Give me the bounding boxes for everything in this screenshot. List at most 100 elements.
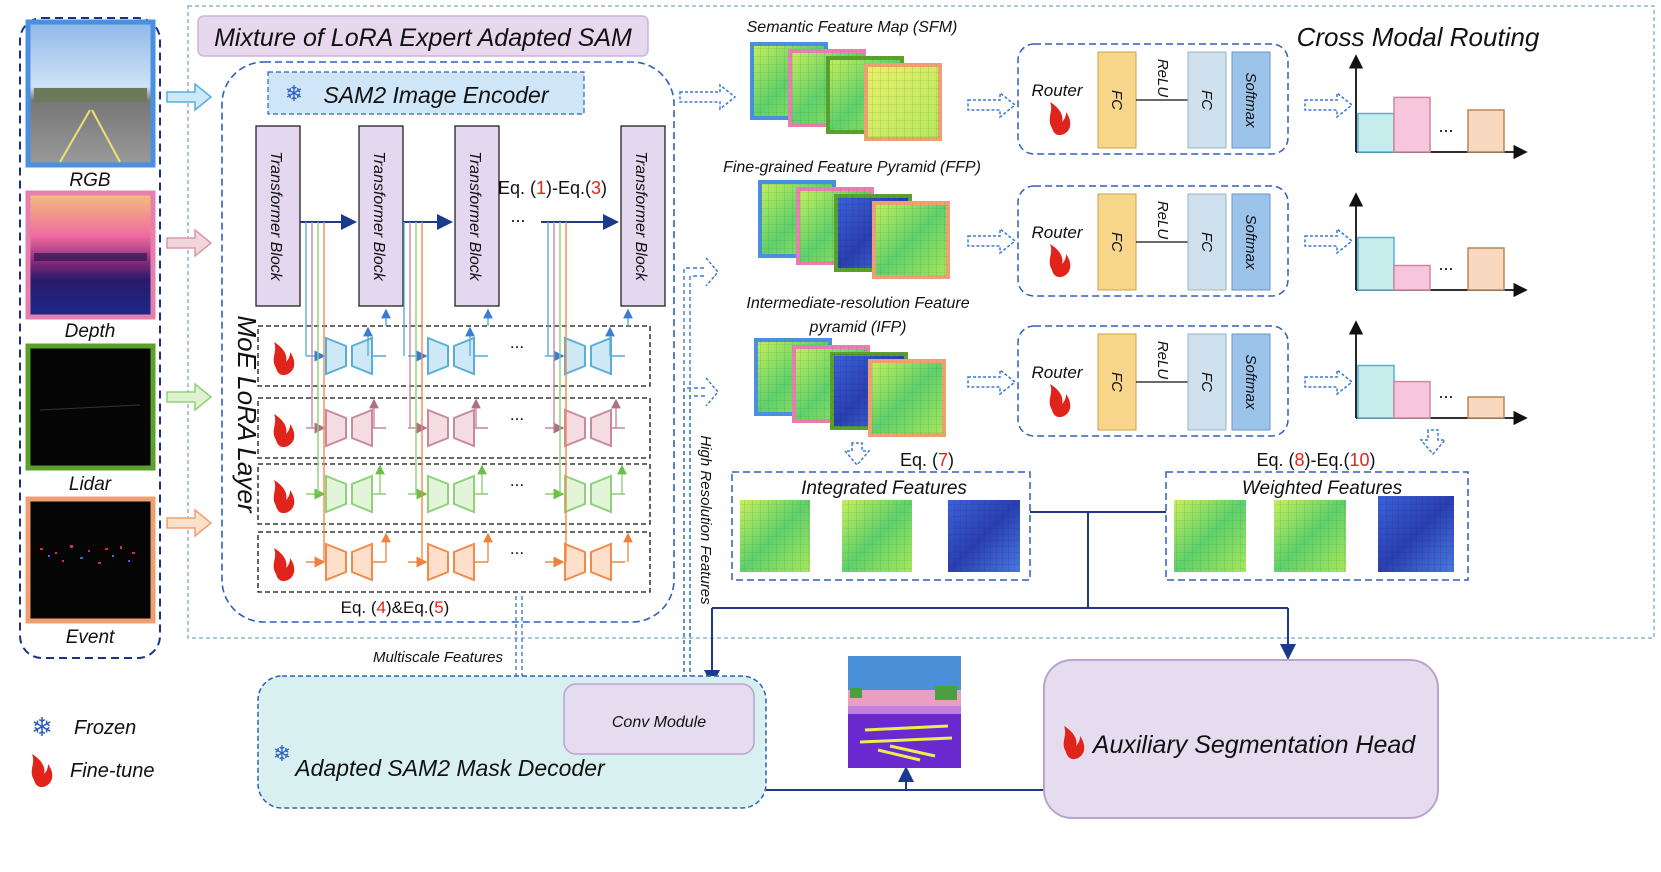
- modality-label-depth: Depth: [65, 321, 116, 342]
- transformer-block: Transformer Block: [255, 125, 301, 307]
- routing-bar: [1393, 380, 1431, 419]
- lora-expert: [408, 474, 488, 514]
- aux-head-label: Auxiliary Segmentation Head: [1091, 731, 1416, 759]
- routing-bar: [1467, 109, 1505, 153]
- modality-label-event: Event: [66, 627, 115, 648]
- snowflake-icon: ❄: [31, 712, 53, 742]
- event-arrow: [166, 508, 213, 538]
- feature-stacks: [750, 42, 950, 437]
- flame-icon: [273, 480, 295, 514]
- integrated-features-label: Integrated Features: [801, 478, 967, 499]
- router-label: Router: [1031, 81, 1083, 100]
- histogram-ellipsis: ...: [1438, 116, 1453, 136]
- softmax-label: Softmax: [1242, 214, 1259, 270]
- routing-bar: [1357, 236, 1395, 291]
- ifp-label-line1: Intermediate-resolution Feature: [746, 295, 969, 312]
- encoder-label: SAM2 Image Encoder: [323, 82, 549, 108]
- flame-icon: [31, 754, 53, 788]
- routing-bar: [1467, 247, 1505, 291]
- lora-expert: [306, 474, 386, 514]
- expert-row: ...: [257, 531, 651, 593]
- transformer-block: Transformer Block: [454, 125, 500, 307]
- encoder-label-box: [267, 71, 585, 115]
- fusion-connectors: [704, 511, 1296, 791]
- rgb-arrow: [166, 82, 213, 112]
- weighted-feature-maps: [1174, 496, 1454, 572]
- lora-expert: [545, 336, 625, 376]
- histogram-ellipsis: ...: [1438, 254, 1453, 274]
- segmentation-output-image: [848, 656, 961, 768]
- high-res-label: High Resolution Features: [697, 435, 714, 605]
- svg-text:Transformer Block: Transformer Block: [466, 151, 483, 282]
- ifp-label-line2: pyramid (IFP): [809, 319, 907, 336]
- conv-module-label: Conv Module: [612, 714, 706, 731]
- fc-label: FC: [1198, 232, 1215, 252]
- routing-histograms: .........: [1348, 54, 1528, 426]
- sfm-label: Semantic Feature Map (SFM): [747, 19, 958, 36]
- snowflake-icon: ❄: [273, 741, 291, 766]
- relu-label: ReLU: [1154, 201, 1171, 240]
- relu-label: ReLU: [1154, 59, 1171, 98]
- ffp-label: Fine-grained Feature Pyramid (FFP): [723, 159, 981, 176]
- svg-text:Transformer Block: Transformer Block: [632, 151, 649, 282]
- flame-icon: [1063, 726, 1085, 760]
- transformer-blocks: Transformer Block Transformer Block Tran…: [255, 125, 666, 307]
- legend-finetune: Fine-tune: [70, 760, 155, 782]
- expert-rows: ............: [257, 222, 651, 593]
- softmax-label: Softmax: [1242, 72, 1259, 128]
- integrated-features-box: [731, 471, 1031, 581]
- legend-frozen: Frozen: [74, 717, 136, 739]
- flame-icon: [273, 342, 295, 376]
- expert-row: ...: [257, 463, 651, 525]
- weighted-features-label: Weighted Features: [1242, 478, 1403, 499]
- transformer-block: Transformer Block: [358, 125, 404, 307]
- expert-row-ellipsis: ...: [510, 471, 524, 490]
- expert-row-ellipsis: ...: [510, 333, 524, 352]
- high-res-arrowhead-2: [705, 377, 719, 407]
- rgb-image: [25, 19, 156, 168]
- high-res-arrowhead-1: [705, 257, 719, 287]
- snowflake-icon: ❄: [285, 81, 303, 106]
- encoder-ellipsis: ...: [510, 206, 525, 226]
- encoder-region: [221, 61, 675, 623]
- router-label: Router: [1031, 363, 1083, 382]
- expert-feed-lines: [305, 222, 391, 562]
- flame-icon: [273, 548, 295, 582]
- encoder-equation: Eq. (1)-Eq.(3): [498, 178, 607, 198]
- expert-feed-lines: [547, 222, 633, 562]
- feature-map-stack: [758, 180, 950, 279]
- routing-bar: [1393, 264, 1431, 291]
- input-arrows: [166, 82, 213, 538]
- routing-bar: [1357, 112, 1395, 153]
- feature-map-stack: [754, 338, 946, 437]
- flame-icon: [273, 414, 295, 448]
- expert-row-ellipsis: ...: [510, 539, 524, 558]
- multiscale-label: Multiscale Features: [373, 649, 504, 666]
- fc-label: FC: [1108, 372, 1125, 392]
- flame-icon: [1049, 102, 1071, 136]
- svg-text:Transformer Block: Transformer Block: [370, 151, 387, 282]
- expert-feed-lines: [403, 222, 493, 562]
- expert-row: ...: [257, 325, 651, 387]
- moe-region-frame: [187, 5, 1655, 639]
- title-box: [197, 15, 649, 57]
- softmax-label: Softmax: [1242, 354, 1259, 410]
- integrated-feature-maps: [740, 500, 1020, 572]
- event-image: [25, 496, 156, 624]
- lora-expert: [306, 336, 386, 376]
- router-label: Router: [1031, 223, 1083, 242]
- feature-map-stack: [750, 42, 942, 141]
- diagram-title: Mixture of LoRA Expert Adapted SAM: [214, 24, 632, 52]
- routing-histogram: ...: [1348, 320, 1528, 426]
- lidar-image: [25, 343, 156, 471]
- expert-row-ellipsis: ...: [510, 405, 524, 424]
- mask-decoder-label: Adapted SAM2 Mask Decoder: [293, 755, 606, 781]
- routing-bar: [1467, 396, 1505, 419]
- routing-bar: [1393, 96, 1431, 153]
- routing-histogram: ...: [1348, 192, 1528, 298]
- fc-label: FC: [1198, 90, 1215, 110]
